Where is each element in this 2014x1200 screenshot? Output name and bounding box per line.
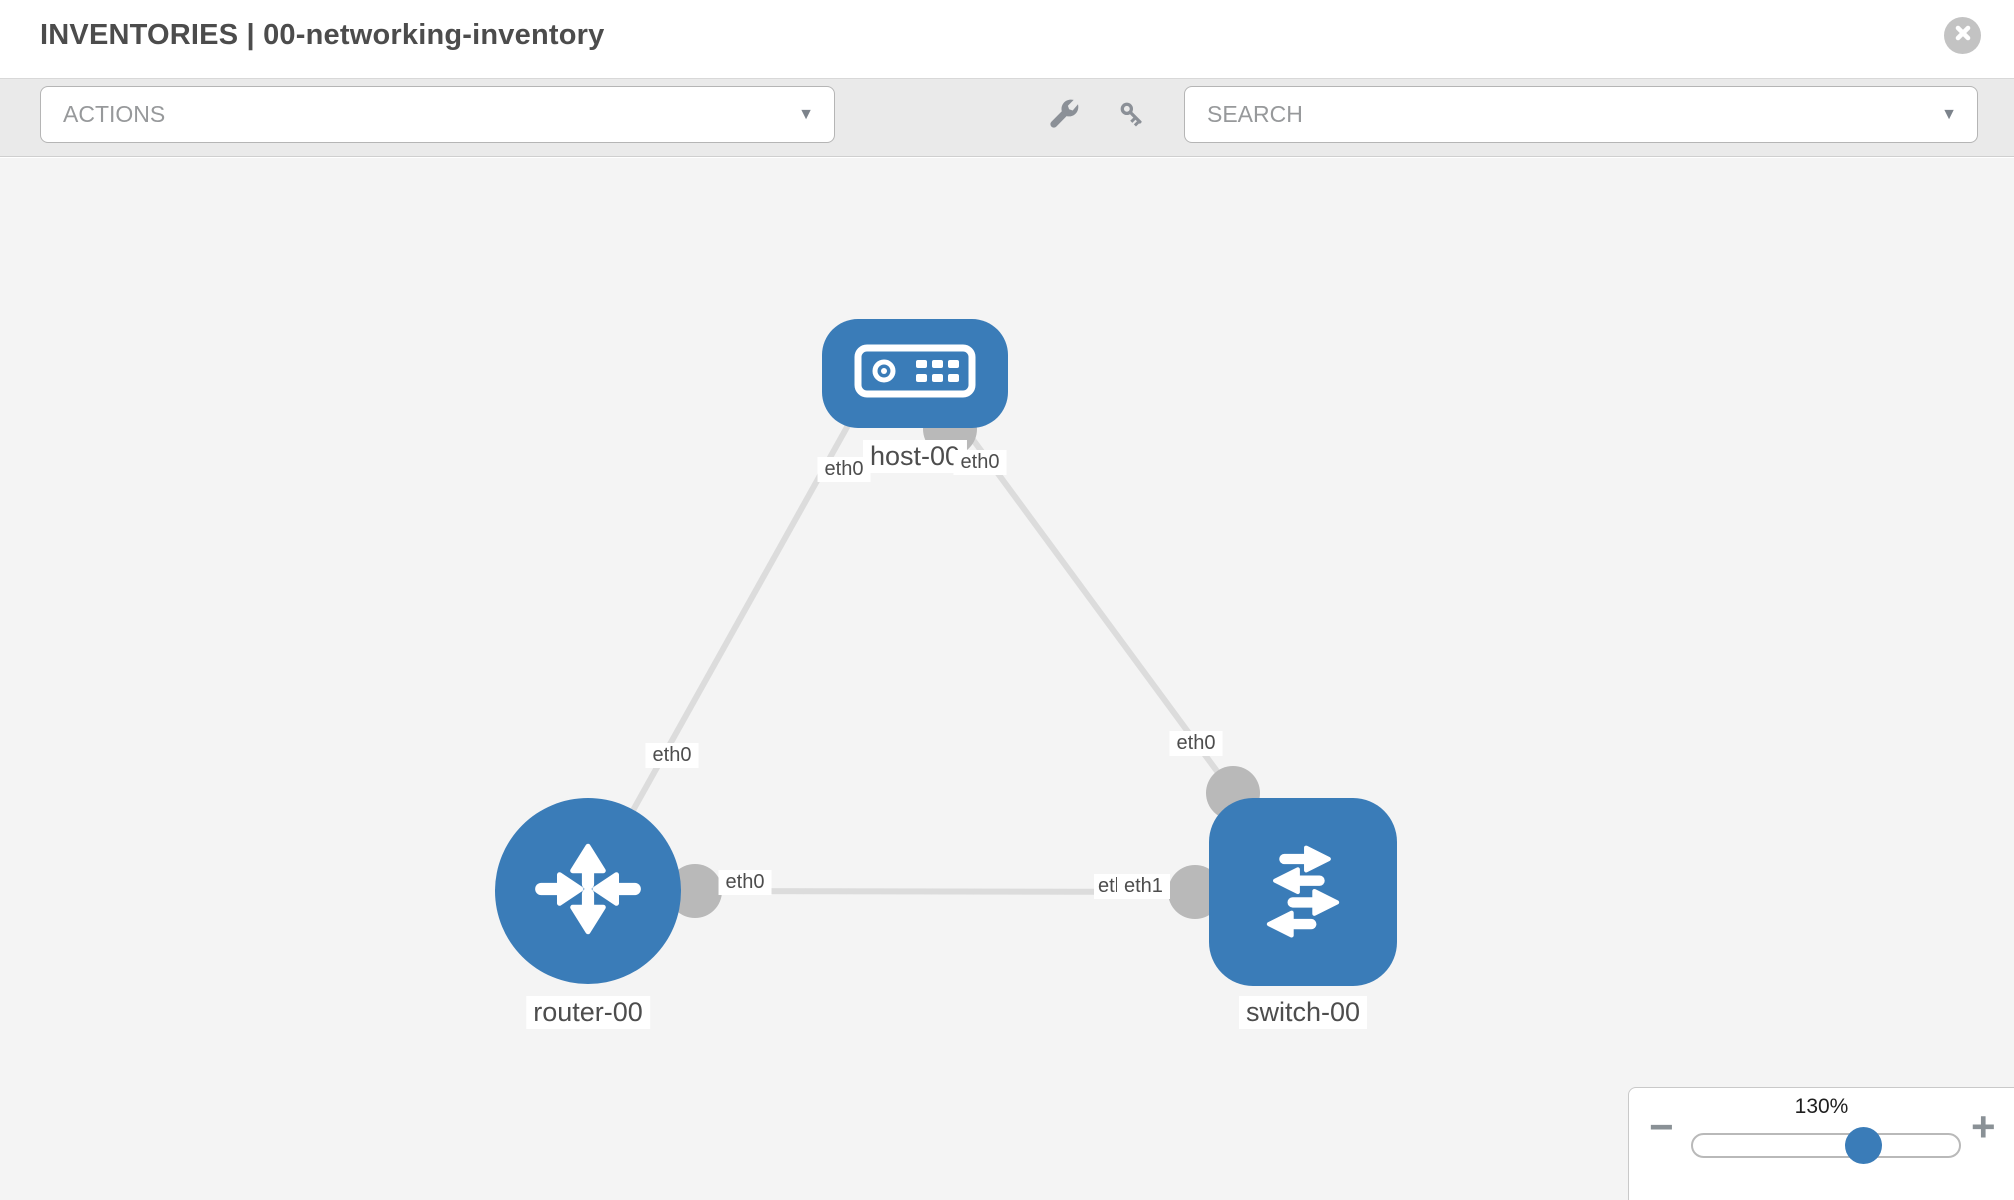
node-switch-00[interactable] [1209, 798, 1397, 986]
minus-icon: − [1649, 1103, 1674, 1150]
toolbar: ACTIONS ▼ [0, 78, 2014, 157]
interface-label-router-eth0-uplink: eth0 [645, 743, 699, 768]
interface-label-router-eth0: eth0 [718, 870, 772, 895]
search-placeholder: SEARCH [1207, 101, 1303, 127]
zoom-level: 130% [1794, 1095, 1849, 1118]
node-label-router-00: router-00 [526, 996, 650, 1029]
node-router-00[interactable] [495, 798, 681, 984]
page-title: INVENTORIES | 00-networking-inventory [40, 19, 605, 51]
credentials-button[interactable] [1108, 92, 1156, 140]
zoom-slider-thumb[interactable] [1845, 1127, 1882, 1164]
key-icon [1116, 98, 1148, 135]
actions-dropdown[interactable]: ACTIONS ▼ [40, 86, 835, 143]
wrench-icon [1048, 98, 1080, 135]
close-icon [1953, 23, 1973, 48]
link-host-router[interactable] [585, 366, 883, 893]
search-dropdown[interactable]: SEARCH ▼ [1184, 86, 1978, 143]
app-header: INVENTORIES | 00-networking-inventory [0, 0, 2014, 78]
topology-links [585, 366, 1236, 895]
zoom-in-button[interactable]: + [1971, 1106, 1996, 1148]
switch-icon [1241, 828, 1365, 957]
host-icon [853, 343, 977, 404]
interface-label-host-eth0-left: eth0 [817, 457, 871, 482]
actions-dropdown-label: ACTIONS [63, 101, 166, 127]
zoom-out-button[interactable]: − [1649, 1106, 1674, 1148]
node-label-host-00: host-00 [862, 440, 968, 473]
node-host-00[interactable] [822, 319, 1008, 428]
interface-label-switch-eth0: eth0 [1169, 731, 1223, 756]
close-button[interactable] [1944, 17, 1981, 54]
zoom-panel: 130% − + [1628, 1087, 2014, 1200]
topology-canvas[interactable]: host-00 router-00 switch-00 eth0 eth0 et… [0, 158, 2014, 1200]
chevron-down-icon: ▼ [798, 105, 814, 123]
interface-label-host-eth0-right: eth0 [953, 450, 1007, 475]
node-label-switch-00: switch-00 [1238, 996, 1368, 1029]
interface-label-switch-eth1: eth1 [1117, 874, 1170, 899]
plus-icon: + [1971, 1103, 1996, 1150]
router-icon [527, 828, 649, 955]
chevron-down-icon: ▼ [1941, 105, 1957, 123]
zoom-slider-track[interactable] [1691, 1133, 1961, 1158]
tools-button[interactable] [1040, 92, 1088, 140]
